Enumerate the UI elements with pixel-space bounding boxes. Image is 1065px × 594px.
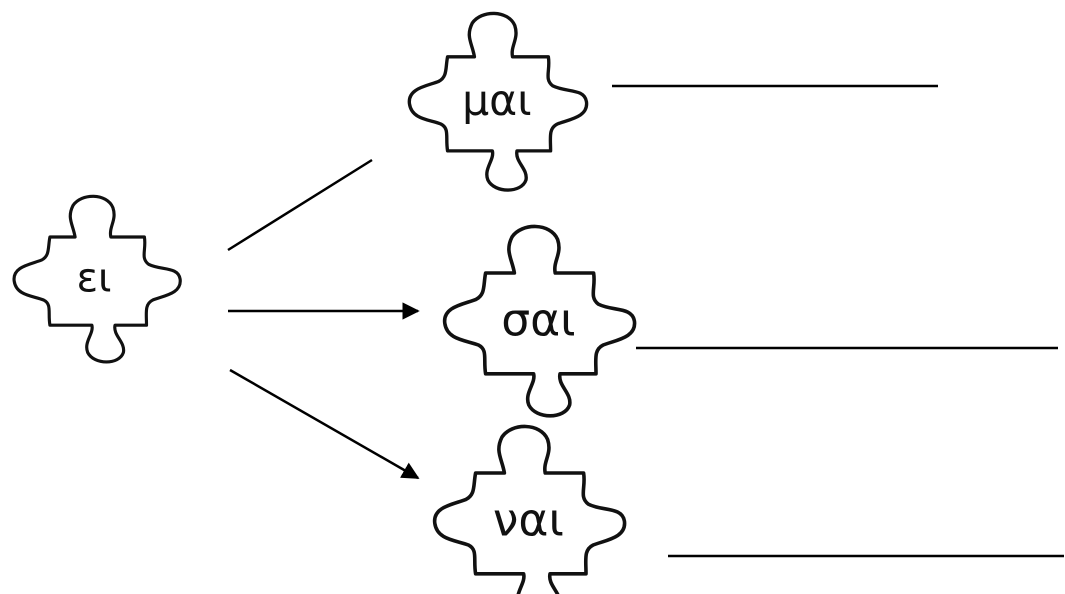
puzzle-piece-target-1: μαι (407, 11, 589, 192)
target-piece-label-2: σαι (501, 293, 575, 346)
connector-arrow-bottom (229, 368, 420, 480)
puzzle-piece-source: ει (12, 194, 182, 364)
target-piece-label-1: μαι (462, 76, 532, 126)
puzzle-piece-target-3: ναι (432, 424, 627, 594)
puzzle-piece-target-2: σαι (442, 224, 637, 418)
source-piece-label: ει (76, 256, 111, 302)
connector-line-top (227, 158, 373, 252)
target-piece-label-3: ναι (493, 493, 564, 546)
